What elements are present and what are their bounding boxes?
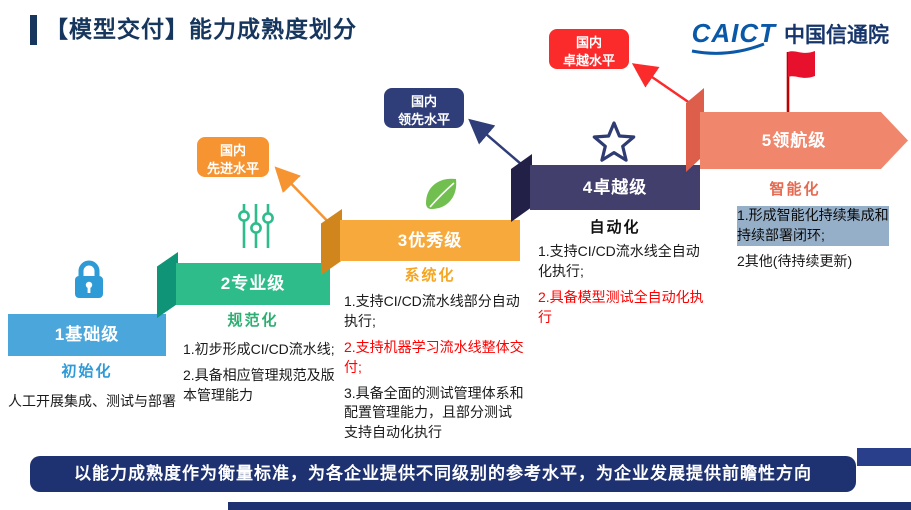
desc-item: 3.具备全面的测试管理体系和配置管理能力，且部分测试支持自动化执行 bbox=[344, 384, 524, 441]
level-1-bar: 1基础级 bbox=[8, 314, 166, 356]
desc-item: 2.具备模型测试全自动化执行 bbox=[538, 288, 704, 325]
level-2-bar: 2专业级 bbox=[176, 263, 330, 305]
desc-item: 2.支持机器学习流水线整体交付; bbox=[344, 338, 524, 375]
level-2-keyword: 规范化 bbox=[227, 312, 279, 329]
flag-icon bbox=[768, 48, 820, 119]
level-2-desc: 1.初步形成CI/CD流水线; 2.具备相应管理规范及版本管理能力 bbox=[183, 340, 340, 412]
level-4-keyword: 自动化 bbox=[589, 219, 641, 236]
desc-item: 1.初步形成CI/CD流水线; bbox=[183, 341, 335, 357]
leaf-icon bbox=[420, 176, 462, 219]
badge-line: 国内 bbox=[575, 35, 602, 50]
level-4-desc: 1.支持CI/CD流水线全自动化执行; 2.具备模型测试全自动化执行 bbox=[538, 242, 710, 334]
badge-domestic-leading: 国内 领先水平 bbox=[384, 88, 464, 128]
badge-domestic-advanced: 国内 先进水平 bbox=[197, 137, 269, 177]
sliders-icon bbox=[238, 202, 274, 255]
footer-right-strip bbox=[857, 448, 911, 466]
level-1-keyword: 初始化 bbox=[61, 363, 113, 380]
caict-logo-text: CAICT bbox=[691, 18, 776, 48]
footer-banner: 以能力成熟度作为衡量标准，为各企业提供不同级别的参考水平，为企业发展提供前瞻性方… bbox=[30, 456, 856, 492]
logo-swoosh-icon bbox=[691, 42, 765, 55]
desc-item: 1.形成智能化持续集成和持续部署闭环; bbox=[737, 206, 889, 246]
desc-item: 1.支持CI/CD流水线部分自动执行; bbox=[344, 293, 520, 329]
level-4-bar: 4卓越级 bbox=[530, 165, 700, 210]
desc-item: 1.支持CI/CD流水线全自动化执行; bbox=[538, 243, 700, 279]
badge-domestic-excellent: 国内 卓越水平 bbox=[549, 29, 629, 69]
page-title: 【模型交付】能力成熟度划分 bbox=[45, 16, 357, 42]
level-5-keyword: 智能化 bbox=[769, 181, 821, 198]
badge-line: 国内 bbox=[410, 94, 437, 109]
caict-logo: CAICT 中国信通院 bbox=[691, 18, 889, 55]
level-3-keyword: 系统化 bbox=[404, 267, 456, 284]
badge-line: 国内 bbox=[219, 143, 246, 158]
footer-bottom-strip bbox=[228, 502, 911, 510]
badge-line: 卓越水平 bbox=[562, 53, 615, 69]
title-accent-bar bbox=[30, 15, 37, 45]
desc-item: 人工开展集成、测试与部署 bbox=[8, 393, 176, 409]
level-2-riser bbox=[157, 252, 178, 318]
desc-item: 2其他(待持续更新) bbox=[737, 252, 853, 269]
level-4-riser bbox=[511, 154, 532, 222]
desc-item: 2.具备相应管理规范及版本管理能力 bbox=[183, 366, 335, 403]
level-1-desc: 人工开展集成、测试与部署 bbox=[8, 392, 176, 418]
badge-line: 领先水平 bbox=[397, 112, 450, 128]
badge-line: 先进水平 bbox=[206, 161, 259, 177]
level-5-riser bbox=[686, 88, 704, 172]
caict-org-name: 中国信通院 bbox=[784, 23, 889, 47]
lock-icon bbox=[72, 258, 106, 305]
star-icon bbox=[592, 120, 636, 167]
arrow-to-leading-badge bbox=[468, 118, 529, 171]
level-3-bar: 3优秀级 bbox=[340, 220, 520, 261]
level-5-arrow-bar: 5领航级 bbox=[700, 112, 908, 169]
level-3-riser bbox=[321, 209, 342, 275]
level-3-desc: 1.支持CI/CD流水线部分自动执行; 2.支持机器学习流水线整体交付; 3.具… bbox=[344, 292, 524, 449]
level-5-desc: 1.形成智能化持续集成和持续部署闭环; 2其他(待持续更新) bbox=[737, 206, 889, 278]
